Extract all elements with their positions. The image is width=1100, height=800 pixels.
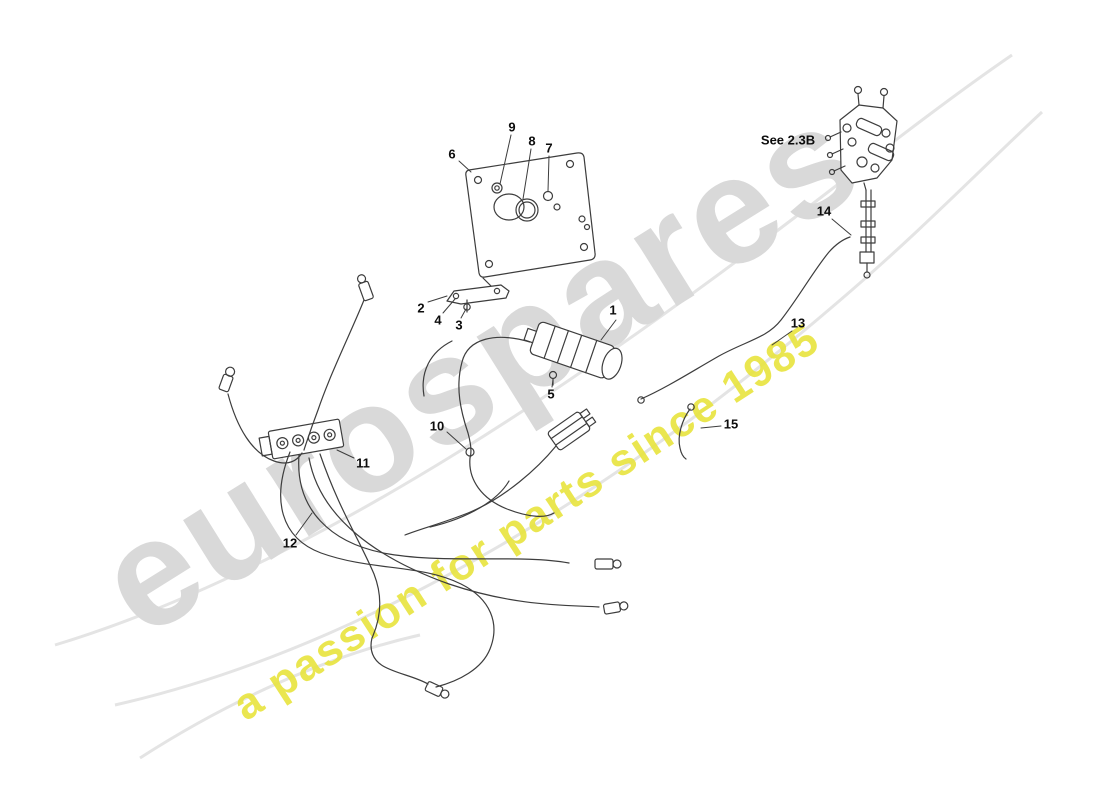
callout-12: 12 <box>282 535 298 551</box>
callout-9: 9 <box>508 119 516 135</box>
leader-line-6 <box>458 160 472 173</box>
cable-harness <box>227 299 600 688</box>
callout-14: 14 <box>816 203 832 219</box>
callout-10: 10 <box>429 418 445 434</box>
leader-line-15 <box>700 425 722 429</box>
reference-note: See 2.3B <box>760 132 816 148</box>
leader-line-1 <box>600 319 617 341</box>
callout-8: 8 <box>528 133 536 149</box>
connector-pigtail <box>404 445 557 536</box>
mid-connector <box>547 408 597 451</box>
cable-end-connectors <box>218 274 629 699</box>
leader-line-10 <box>446 431 467 450</box>
callout-2: 2 <box>417 300 425 316</box>
mounting-plate <box>465 152 596 278</box>
solenoid-cylinder <box>523 321 623 380</box>
leader-line-3 <box>460 308 467 319</box>
leader-line-12 <box>295 512 313 536</box>
fuel-pipe <box>637 236 851 460</box>
callout-6: 6 <box>448 146 456 162</box>
leader-line-9 <box>499 134 512 185</box>
leader-line-4 <box>442 298 456 314</box>
junction-block <box>258 418 345 460</box>
callout-1: 1 <box>609 302 617 318</box>
callout-5: 5 <box>547 386 555 402</box>
leader-line-5 <box>551 379 554 388</box>
bracket <box>446 277 510 313</box>
leader-line-13 <box>771 330 793 346</box>
leader-line-8 <box>522 148 532 200</box>
callout-15: 15 <box>723 416 739 432</box>
callout-4: 4 <box>434 312 442 328</box>
callout-13: 13 <box>790 315 806 331</box>
leader-lines <box>295 134 852 536</box>
callout-7: 7 <box>545 140 553 156</box>
valve-assembly <box>824 85 898 279</box>
leader-line-2 <box>427 295 448 303</box>
leader-line-11 <box>336 449 355 459</box>
callout-11: 11 <box>356 455 370 471</box>
leader-line-14 <box>831 218 852 236</box>
callout-3: 3 <box>455 317 463 333</box>
leader-line-7 <box>547 155 550 192</box>
